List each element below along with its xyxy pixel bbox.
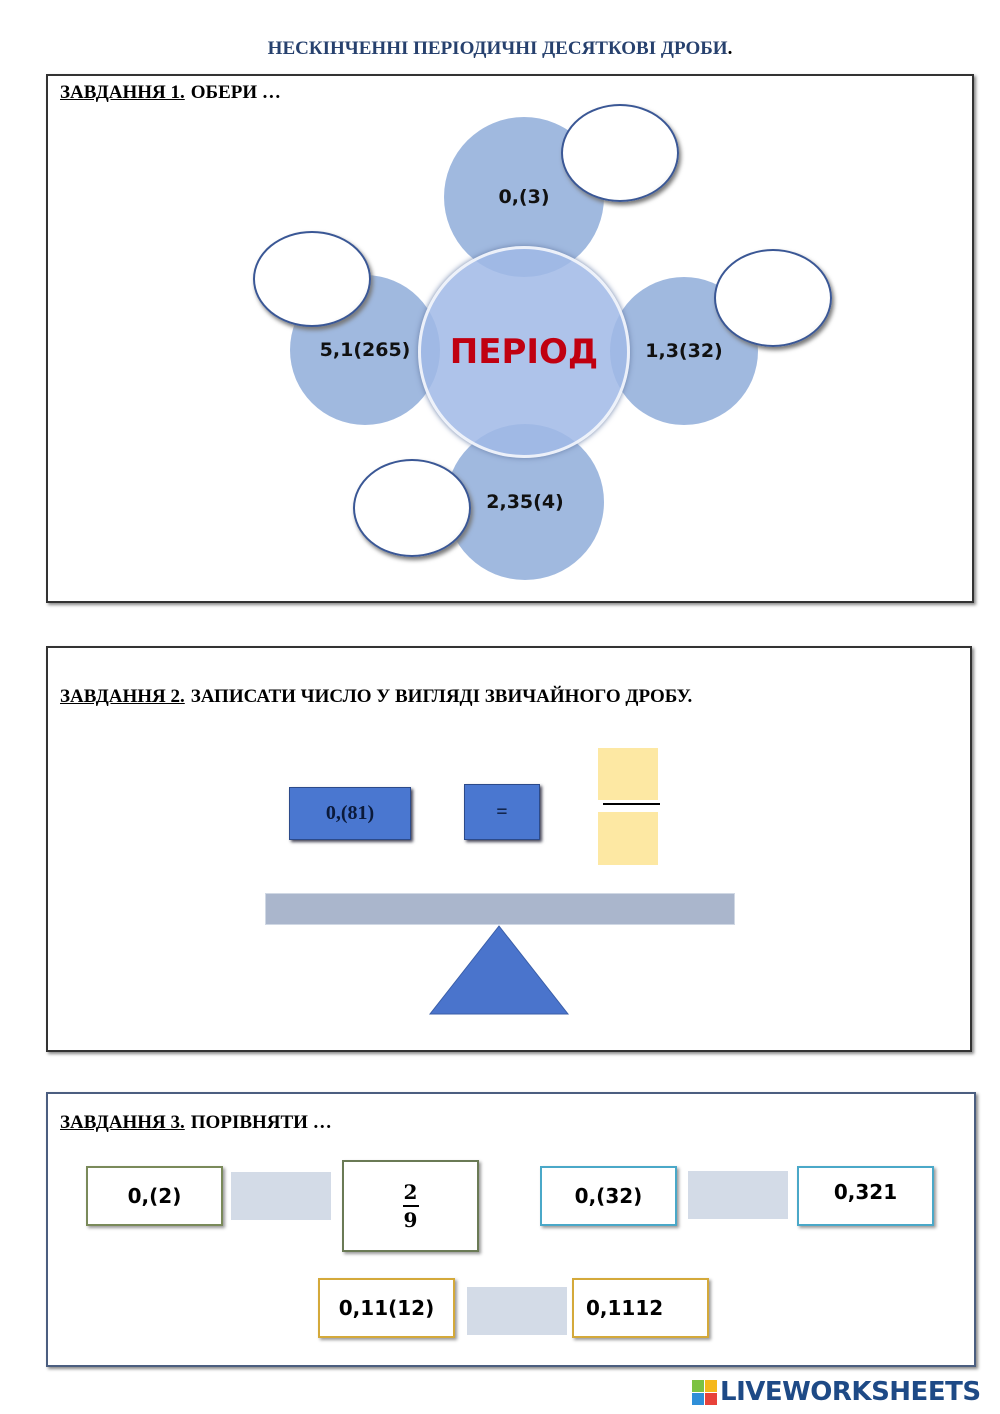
fraction-numerator: 2 (403, 1180, 418, 1204)
task1-heading: ЗАВДАННЯ 1.ОБЕРИ … (60, 82, 281, 103)
balance-beam (265, 893, 735, 925)
compare-right-2: 0,321 (797, 1166, 934, 1226)
compare-sign-input-1[interactable] (231, 1172, 331, 1220)
center-circle: ПЕРІОД (418, 246, 630, 458)
answer-input-right[interactable] (714, 249, 832, 347)
item-label: 1,3(32) (645, 340, 723, 362)
fraction-bar (402, 1205, 419, 1207)
number-box: 0,(81) (289, 787, 411, 840)
balance-triangle (428, 925, 570, 1015)
compare-left-1: 0,(2) (86, 1166, 223, 1226)
logo-icon (692, 1379, 717, 1405)
compare-right-1: 2 9 (342, 1160, 479, 1252)
item-label: 5,1(265) (319, 339, 411, 361)
compare-sign-input-3[interactable] (467, 1287, 567, 1335)
item-label: 2,35(4) (486, 491, 564, 513)
item-label: 0,(3) (498, 186, 550, 208)
task3-heading: ЗАВДАННЯ 3.ПОРІВНЯТИ … (60, 1112, 332, 1133)
compare-right-3: 0,1112 (572, 1278, 709, 1338)
compare-left-2: 0,(32) (540, 1166, 677, 1226)
denominator-input[interactable] (598, 812, 658, 865)
worksheet-title: НЕСКІНЧЕННІ ПЕРІОДИЧНІ ДЕСЯТКОВІ ДРОБИ. (267, 38, 733, 59)
liveworksheets-logo: LIVEWORKSHEETS (692, 1377, 981, 1407)
answer-input-left[interactable] (253, 231, 371, 327)
compare-left-3: 0,11(12) (318, 1278, 455, 1338)
fraction-denominator: 9 (403, 1208, 418, 1232)
fraction-line (603, 803, 660, 805)
equals-box: = (464, 784, 540, 840)
answer-input-bottom[interactable] (353, 459, 471, 557)
center-label: ПЕРІОД (449, 332, 599, 372)
numerator-input[interactable] (598, 748, 658, 800)
task2-heading: ЗАВДАННЯ 2.ЗАПИСАТИ ЧИСЛО У ВИГЛЯДІ ЗВИЧ… (60, 686, 693, 707)
answer-input-top[interactable] (561, 104, 679, 202)
compare-sign-input-2[interactable] (688, 1171, 788, 1219)
